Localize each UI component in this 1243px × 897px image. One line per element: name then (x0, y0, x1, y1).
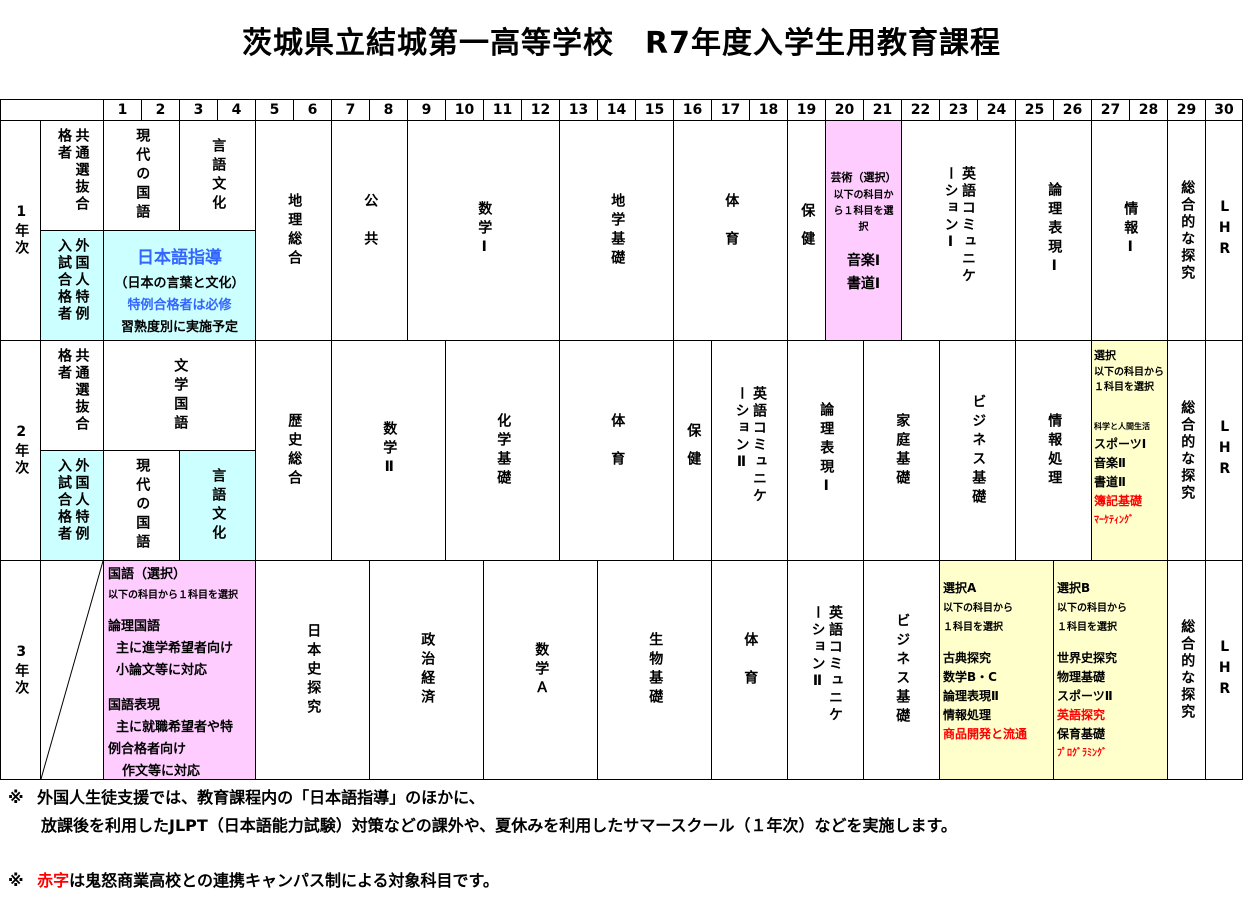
subject-cell: 家庭基礎 (863, 340, 940, 561)
header-number: 13 (559, 99, 598, 121)
header-corner (0, 99, 104, 121)
subject-cell: 情報処理 (1015, 340, 1092, 561)
subject-cell: 総合的な探究 (1167, 120, 1206, 341)
subject-cell: 論理表現Ⅰ (787, 340, 864, 561)
header-number: 8 (369, 99, 408, 121)
header-number: 3 (179, 99, 218, 121)
sentaku-b-cell: 選択B 以下の科目から １科目を選択 世界史探究 物理基礎 スポーツⅡ 英語探究… (1053, 560, 1168, 780)
subject-cell: 現代の国語 (103, 120, 180, 231)
subject-cell: 生物基礎 (597, 560, 712, 780)
note-text: は鬼怒商業高校との連携キャンパス制による対象科目です。 (69, 871, 499, 890)
year-label: 1年次 (0, 120, 41, 341)
nihongo-shido-cell: 日本語指導 （日本の言葉と文化） 特例合格者は必修 習熟度別に実施予定 (103, 230, 256, 341)
subject-cell: 総合的な探究 (1167, 560, 1206, 780)
header-number: 1 (103, 99, 142, 121)
subject-cell: 文学国語 (103, 340, 256, 451)
header-number: 29 (1167, 99, 1206, 121)
red-text-label: 赤字 (37, 871, 70, 890)
header-number: 10 (445, 99, 484, 121)
geijutsu-select-cell: 芸術（選択） 以下の科目から１科目を選択 音楽Ⅰ 書道Ⅰ (825, 120, 902, 341)
header-number: 27 (1091, 99, 1130, 121)
subject-cell: 地理総合 (255, 120, 332, 341)
header-number: 7 (331, 99, 370, 121)
subject-cell: 体育 (559, 340, 674, 561)
header-number: 17 (711, 99, 750, 121)
header-number: 22 (901, 99, 940, 121)
subject-cell: 数学Ⅰ (407, 120, 560, 341)
group-foreign: 外国人特例入試合格者 (40, 230, 104, 341)
note-1-continued: 放課後を利用したJLPT（日本語能力試験）対策などの課外や、夏休みを利用したサマ… (41, 812, 957, 836)
subject-cell: 体育 (711, 560, 788, 780)
header-number: 6 (293, 99, 332, 121)
header-number: 25 (1015, 99, 1054, 121)
header-number: 15 (635, 99, 674, 121)
subject-cell: 情報Ⅰ (1091, 120, 1168, 341)
header-number: 28 (1129, 99, 1168, 121)
subject-cell: 日本史探究 (255, 560, 370, 780)
header-number: 14 (597, 99, 636, 121)
header-number: 19 (787, 99, 826, 121)
header-number: 16 (673, 99, 712, 121)
header-number: 4 (217, 99, 256, 121)
subject-cell: 数学Ａ (483, 560, 598, 780)
subject-cell: 保健 (787, 120, 826, 341)
subject-cell: ビジネス基礎 (863, 560, 940, 780)
group-foreign: 外国人特例入試合格者 (40, 450, 104, 561)
subject-cell: 言語文化 (179, 120, 256, 231)
subject-cell: 現代の国語 (103, 450, 180, 561)
subject-cell: 保健 (673, 340, 712, 561)
header-number: 12 (521, 99, 560, 121)
subject-cell: 歴史総合 (255, 340, 332, 561)
note-text: 放課後を利用したJLPT（日本語能力試験）対策などの課外や、夏休みを利用したサマ… (41, 816, 957, 835)
header-number: 11 (483, 99, 522, 121)
kokugo-select-cell: 国語（選択） 以下の科目から１科目を選択 論理国語 主に進学希望者向け 小論文等… (103, 560, 256, 780)
group-common: 共通選抜合格者 (40, 120, 104, 231)
subject-cell: 言語文化 (179, 450, 256, 561)
lhr-cell: LHR (1205, 120, 1243, 341)
subject-cell: 英語コミュニケーションⅡ (787, 560, 864, 780)
header-number: 2 (141, 99, 180, 121)
year-label: 3年次 (0, 560, 41, 780)
year-label: 2年次 (0, 340, 41, 561)
page-title: 茨城県立結城第一高等学校 R7年度入学生用教育課程 (242, 26, 1001, 61)
lhr-cell: LHR (1205, 560, 1243, 780)
subject-cell: 化学基礎 (445, 340, 560, 561)
note-1: ※ 外国人生徒支援では、教育課程内の「日本語指導」のほかに、 (8, 784, 485, 808)
subject-cell: 数学Ⅱ (331, 340, 446, 561)
group-common: 共通選抜合格者 (40, 340, 104, 451)
header-number: 5 (255, 99, 294, 121)
note-mark: ※ (8, 871, 24, 890)
header-number: 24 (977, 99, 1016, 121)
sentaku-select-cell: 選択 以下の科目から１科目を選択 科学と人間生活 スポーツⅠ 音楽Ⅱ 書道Ⅱ 簿… (1091, 340, 1168, 561)
subject-cell: 英語コミュニケーションⅡ (711, 340, 788, 561)
note-2: ※ 赤字は鬼怒商業高校との連携キャンパス制による対象科目です。 (8, 867, 499, 891)
header-number: 18 (749, 99, 788, 121)
header-number: 23 (939, 99, 978, 121)
sentaku-a-cell: 選択A 以下の科目から １科目を選択 古典探究 数学B・C 論理表現Ⅱ 情報処理… (939, 560, 1054, 780)
header-number: 20 (825, 99, 864, 121)
header-number: 26 (1053, 99, 1092, 121)
header-number: 9 (407, 99, 446, 121)
subject-cell: 英語コミュニケーションⅠ (901, 120, 1016, 341)
note-text: 外国人生徒支援では、教育課程内の「日本語指導」のほかに、 (37, 788, 485, 807)
subject-cell: 論理表現Ⅰ (1015, 120, 1092, 341)
header-number: 30 (1205, 99, 1243, 121)
subject-cell: ビジネス基礎 (939, 340, 1016, 561)
subject-cell: 地学基礎 (559, 120, 674, 341)
note-mark: ※ (8, 788, 24, 807)
subject-cell: 政治経済 (369, 560, 484, 780)
subject-cell: 体育 (673, 120, 788, 341)
empty-slash-cell (40, 560, 104, 780)
subject-cell: 総合的な探究 (1167, 340, 1206, 561)
lhr-cell: LHR (1205, 340, 1243, 561)
subject-cell: 公共 (331, 120, 408, 341)
header-number: 21 (863, 99, 902, 121)
